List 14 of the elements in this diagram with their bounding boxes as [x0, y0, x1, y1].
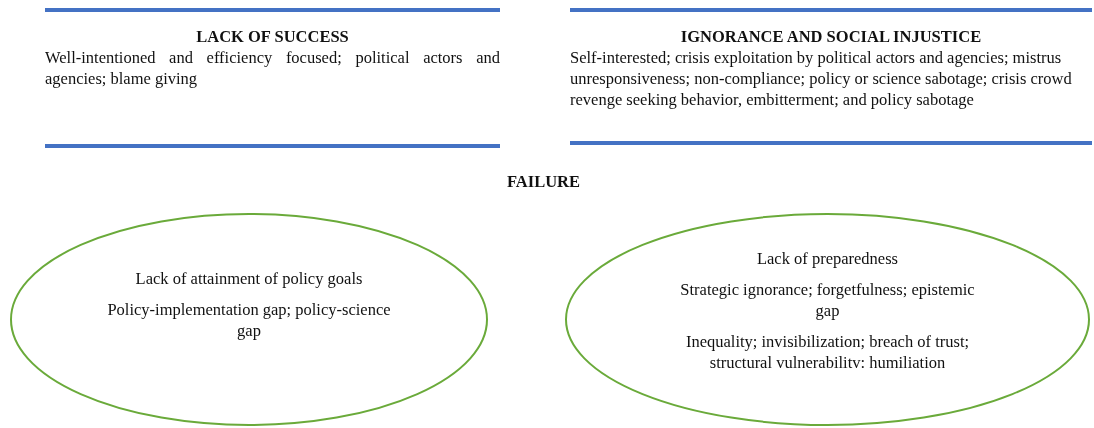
- panel-text: Well-intentioned and efficiency focused; political actors and agencies; blame giving: [45, 47, 500, 89]
- section-heading: FAILURE: [507, 172, 581, 192]
- ellipse-text: Inequality; invisibilization; breach of trust; structural vulnerabilitv: humiliation: [684, 331, 971, 373]
- ellipse-heading: Lack of attainment of policy goals: [134, 268, 364, 289]
- text-panel: [45, 8, 500, 148]
- category-ellipse: [10, 213, 488, 426]
- ellipse-heading: Lack of preparedness: [755, 248, 900, 269]
- category-ellipse: [565, 213, 1090, 426]
- panel-heading: LACK OF SUCCESS: [195, 27, 350, 47]
- ellipse-text: Strategic ignorance; forgetfulness; epistemic gap: [679, 279, 976, 321]
- text-panel: [570, 8, 1092, 145]
- ellipse-text: Policy-implementation gap; policy-science gap: [106, 299, 392, 341]
- panel-heading: IGNORANCE AND SOCIAL INJUSTICE: [679, 27, 983, 47]
- panel-text: Self-interested; crisis exploitation by political actors and agencies; mistrus unresponsiveness; non-compliance; policy or science sabotage; crisis crowd revenge seeking behavior, embitterment; and policy sabotage: [570, 47, 1073, 110]
